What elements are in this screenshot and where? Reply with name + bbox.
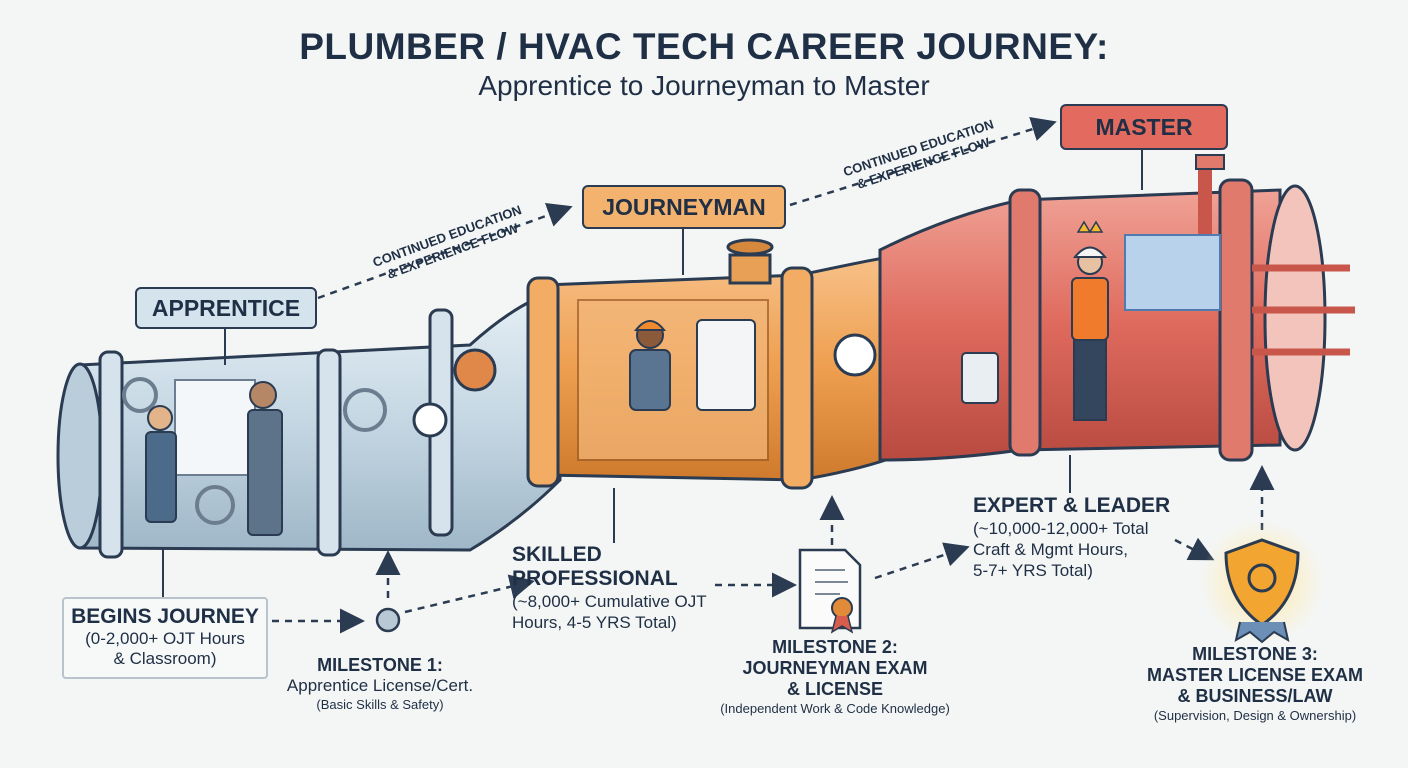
- milestone-note: (Independent Work & Code Knowledge): [720, 701, 950, 716]
- connector-lines: [162, 147, 1143, 597]
- milestone-note: (Basic Skills & Safety): [316, 697, 444, 712]
- page-title: PLUMBER / HVAC TECH CAREER JOURNEY:: [299, 26, 1109, 67]
- stage-label-master: MASTER: [1060, 104, 1228, 150]
- thermostat-icon: [961, 352, 999, 404]
- milestone-heading: MILESTONE 3:: [1192, 644, 1318, 664]
- skilled-detail: (~8,000+ Cumulative OJT: [512, 592, 707, 611]
- skilled-heading: PROFESSIONAL: [512, 567, 678, 590]
- begins-journey-detail: (0-2,000+ OJT Hours: [85, 629, 245, 648]
- blueprint-icon: [1124, 234, 1221, 311]
- milestone-heading: & BUSINESS/LAW: [1177, 686, 1333, 706]
- progress-arrows: [272, 117, 1275, 634]
- pressure-gauge-icon: [412, 402, 448, 438]
- expert-heading: EXPERT & LEADER: [973, 494, 1171, 517]
- milestone-1: MILESTONE 1: Apprentice License/Cert. (B…: [270, 655, 490, 714]
- milestone-2: MILESTONE 2: JOURNEYMAN EXAM & LICENSE (…: [700, 637, 970, 718]
- hard-hat-icon: [1072, 246, 1108, 258]
- page-subtitle: Apprentice to Journeyman to Master: [478, 70, 930, 101]
- valve-icon: [726, 238, 774, 256]
- valve-icon: [453, 348, 497, 392]
- expert-detail: 5-7+ YRS Total): [973, 561, 1093, 580]
- certificate-icon: [798, 548, 862, 634]
- milestone-subheading: Apprentice License/Cert.: [286, 676, 474, 695]
- milestone-3: MILESTONE 3: MASTER LICENSE EXAM & BUSIN…: [1120, 644, 1390, 725]
- journeyman-pipe-section: [526, 238, 902, 490]
- milestone-1-marker: [375, 607, 401, 633]
- milestone-note: (Supervision, Design & Ownership): [1153, 708, 1357, 723]
- skilled-professional-block: SKILLED PROFESSIONAL (~8,000+ Cumulative…: [512, 543, 742, 633]
- expert-leader-block: EXPERT & LEADER (~10,000-12,000+ Total C…: [973, 493, 1183, 581]
- gear-icon: [343, 388, 387, 432]
- apprentice-pipe-section: [56, 288, 562, 559]
- milestone-heading: MILESTONE 2:: [772, 637, 898, 657]
- skilled-detail: Hours, 4-5 YRS Total): [512, 613, 677, 632]
- pressure-gauge-icon: [833, 333, 877, 377]
- hard-hat-icon: [633, 320, 667, 331]
- stage-label-apprentice: APPRENTICE: [135, 287, 317, 329]
- master-pipe-section: [878, 154, 1355, 462]
- begins-journey-heading: BEGINS JOURNEY: [71, 605, 259, 628]
- expert-detail: Craft & Mgmt Hours,: [973, 540, 1128, 559]
- boiler-icon: [696, 319, 756, 411]
- gear-icon: [122, 377, 158, 413]
- crown-icon: [1076, 220, 1104, 234]
- gear-icon: [195, 485, 235, 525]
- begins-journey-detail: & Classroom): [113, 649, 217, 668]
- begins-journey-box: BEGINS JOURNEY (0-2,000+ OJT Hours & Cla…: [62, 597, 268, 679]
- milestone-heading: & LICENSE: [786, 679, 883, 699]
- badge-icon: [1200, 520, 1324, 644]
- milestone-heading: MASTER LICENSE EXAM: [1146, 665, 1364, 685]
- stage-label-journeyman: JOURNEYMAN: [582, 185, 786, 229]
- milestone-heading: MILESTONE 1:: [317, 655, 443, 675]
- skilled-heading: SKILLED: [512, 543, 602, 566]
- milestone-heading: JOURNEYMAN EXAM: [742, 658, 928, 678]
- expert-detail: (~10,000-12,000+ Total: [973, 519, 1149, 538]
